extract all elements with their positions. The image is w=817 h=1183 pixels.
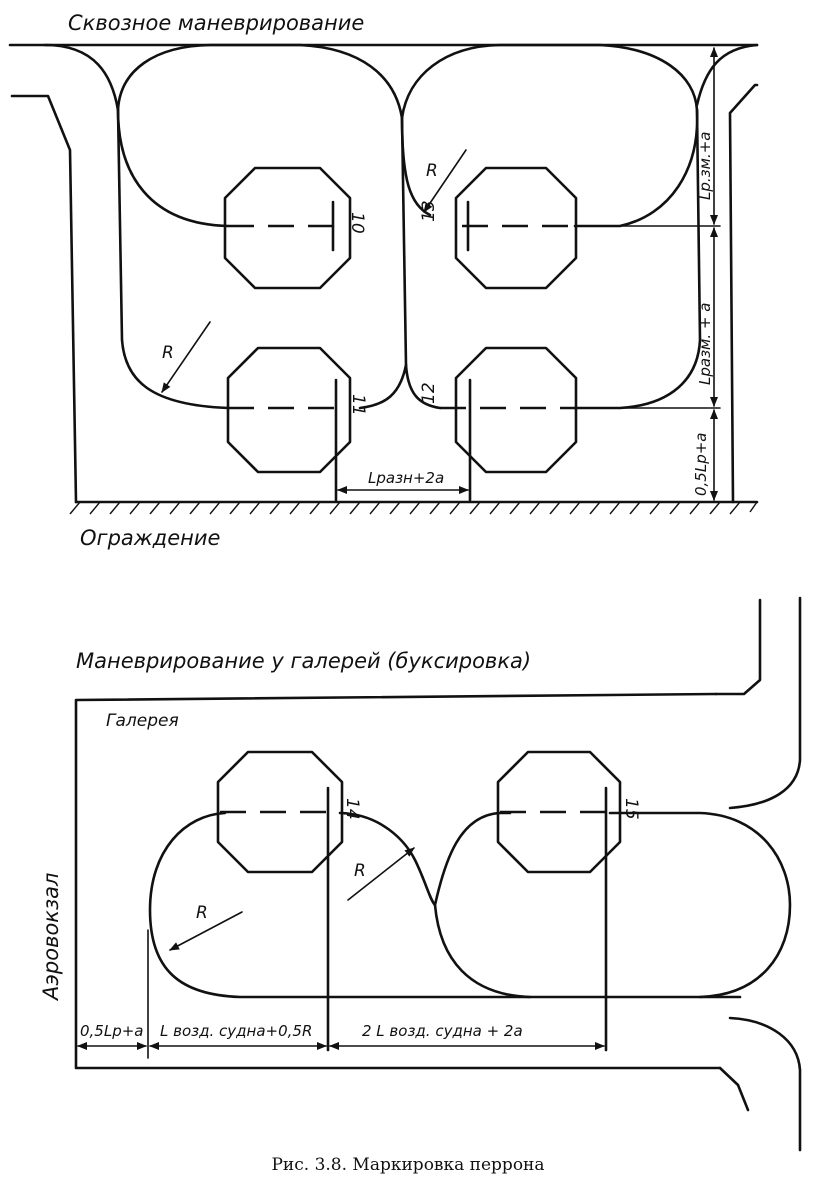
top-title: Сквозное маневрирование — [68, 11, 364, 35]
stand-15 — [496, 750, 622, 1052]
dim-mid-label: L возд. судна+0,5R — [160, 1022, 312, 1040]
stand-11 — [226, 346, 352, 502]
stand-14 — [216, 750, 344, 1052]
radius-label-left: R — [162, 343, 174, 363]
left-taxiway-edge — [10, 94, 78, 504]
stand-13 — [454, 166, 578, 290]
stand-12 — [440, 346, 578, 502]
terminal-label: Аэровокзал — [39, 873, 63, 1002]
figure-caption: Рис. 3.8. Маркировка перрона — [271, 1155, 544, 1175]
right-taxi-lower — [728, 1016, 802, 1152]
middle-lower-curve — [433, 903, 532, 999]
dim-edge-label: 0,5Lр+a — [80, 1022, 144, 1040]
center-branch-lower — [358, 363, 408, 410]
fence-label: Ограждение — [80, 526, 220, 550]
bottom-diagram: Маневрирование у галерей (буксировка) Га… — [39, 596, 802, 1152]
loop-left-upper — [116, 108, 230, 228]
gallery-label: Галерея — [106, 711, 179, 731]
dim-stand-spacing-label: Lразн+2a — [368, 469, 444, 487]
stand-number-10: 10 — [347, 212, 367, 234]
dim-spacing-label: 2 L возд. судна + 2a — [362, 1022, 523, 1040]
right-loop-path — [608, 811, 792, 999]
dim-upper-row-label: Lр.зм.+a — [696, 132, 714, 200]
top-diagram: Сквозное маневрирование — [8, 11, 759, 550]
radius-arrow-mid — [347, 847, 415, 901]
radius-arrow-top — [423, 149, 467, 213]
bottom-right-edge — [718, 1066, 750, 1112]
stand-number-14: 14 — [342, 798, 362, 820]
building-outline — [74, 692, 722, 1070]
right-taxiway-edge — [728, 83, 759, 504]
bottom-title: Маневрирование у галерей (буксировка) — [76, 649, 531, 673]
right-taxi-upper — [728, 596, 802, 810]
left-entry-curve — [43, 43, 120, 112]
radius-label-top: R — [426, 161, 438, 181]
stand-number-15: 15 — [621, 798, 641, 820]
radius-label-mid: R — [354, 861, 366, 881]
gallery-right-edge — [714, 598, 762, 696]
stand-number-11: 11 — [348, 394, 368, 416]
left-loop-path — [148, 811, 742, 999]
middle-s-curve — [338, 811, 512, 907]
fence-hatching — [69, 501, 758, 515]
stand-number-12: 12 — [419, 382, 439, 404]
right-vertical-lane — [573, 108, 702, 410]
right-entry-curve — [695, 43, 759, 107]
radius-arrow-left — [169, 911, 243, 951]
left-vertical-lane — [116, 108, 230, 410]
top-loop-path — [116, 43, 699, 228]
radius-label-left: R — [196, 903, 208, 923]
dim-lower-row-label: Lразм. + a — [696, 303, 714, 385]
radius-arrow-left — [161, 321, 211, 393]
stand-10 — [223, 166, 352, 290]
dim-edge-label: 0,5Lр+a — [692, 433, 710, 497]
